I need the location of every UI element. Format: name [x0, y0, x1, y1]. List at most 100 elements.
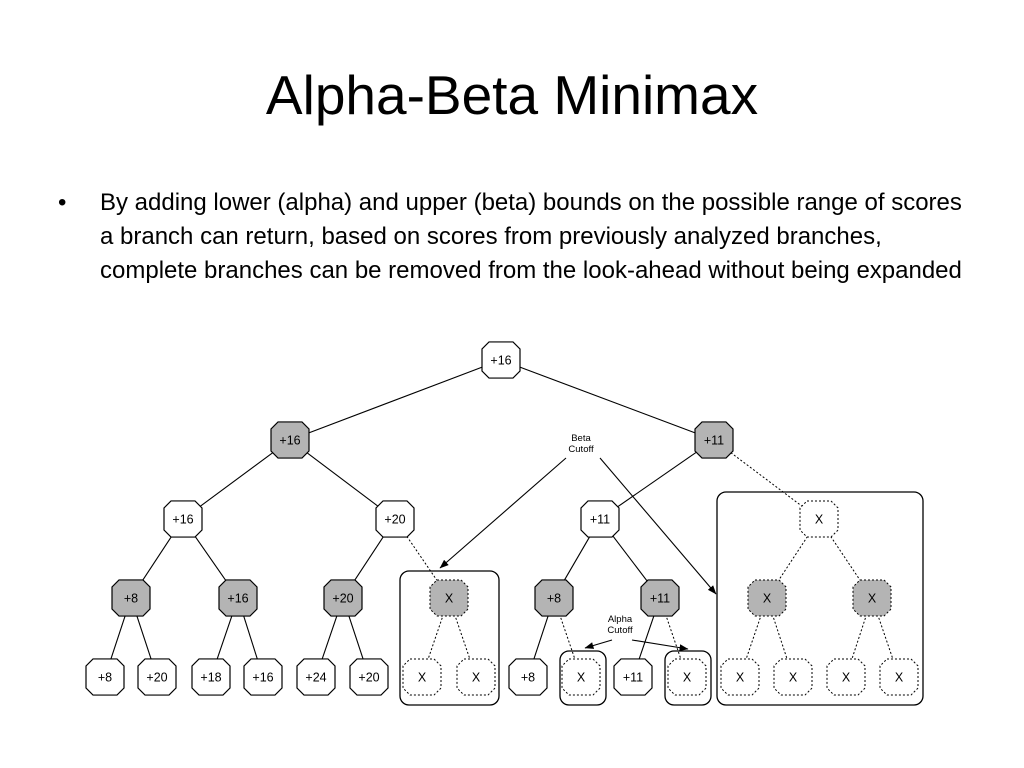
tree-node-label: +8 [98, 671, 112, 685]
tree-node-label: X [815, 513, 824, 527]
tree-node-l14: X [773, 658, 813, 696]
tree-edge [347, 613, 365, 662]
pruned-box-alpha-left [559, 650, 607, 706]
tree-edge [109, 613, 127, 662]
tree-edge [135, 613, 153, 662]
tree-node-label: +8 [124, 592, 138, 606]
tree-node-n4h: X [852, 579, 892, 617]
pruned-box-beta-left [399, 570, 500, 706]
tree-node-n3d: X [799, 500, 839, 538]
tree-node-n4c: +20 [323, 579, 363, 617]
tree-node-label: X [789, 671, 798, 685]
alpha-cutoff-label: Cutoff [607, 625, 633, 636]
tree-edge [637, 613, 656, 662]
tree-node-label: +20 [332, 592, 353, 606]
pruned-box-beta-right [716, 491, 924, 706]
tree-node-l2: +20 [137, 658, 177, 696]
alpha-cutoff-arrow-right [631, 639, 689, 652]
tree-node-label: +11 [650, 592, 670, 606]
tree-edge [516, 365, 699, 435]
tree-node-l10: X [561, 658, 601, 696]
tree-edge [242, 614, 259, 661]
tree-node-l12: X [667, 658, 707, 696]
alpha-cutoff-label: Alpha [608, 614, 633, 625]
tree-node-l6: +20 [349, 658, 389, 696]
tree-node-label: +16 [172, 513, 193, 527]
tree-edge [609, 532, 651, 585]
tree-edge [427, 613, 444, 662]
alpha-cutoff-arrow-left [584, 639, 613, 649]
tree-node-l13: X [720, 658, 760, 696]
tree-node-label: +8 [547, 592, 561, 606]
tree-node-n3a: +16 [163, 500, 203, 538]
tree-node-label: +16 [227, 592, 248, 606]
tree-edge [727, 449, 806, 510]
tree-edge [775, 532, 811, 585]
tree-node-label: X [763, 592, 772, 606]
tree-node-n4g: X [747, 579, 787, 617]
tree-node-l3: +18 [191, 658, 231, 696]
tree-edge [559, 613, 576, 662]
tree-node-n4d: X [429, 579, 469, 617]
tree-node-l8: X [456, 658, 496, 696]
tree-node-label: +16 [490, 354, 511, 368]
tree-edge [351, 532, 387, 585]
tree-edge [745, 613, 762, 662]
tree-node-n2b: +11 [694, 421, 734, 459]
tree-node-l9: +8 [508, 658, 548, 696]
tree-edge [404, 532, 440, 585]
tree-node-n4e: +8 [534, 579, 574, 617]
tree-node-n3c: +11 [580, 500, 620, 538]
tree-edge [562, 533, 592, 584]
bullet-dot: • [58, 189, 67, 216]
tree-node-label: +20 [384, 513, 405, 527]
tree-node-n4a: +8 [111, 579, 151, 617]
tree-node-label: +11 [623, 671, 643, 685]
tree-edge [454, 613, 471, 662]
tree-edge [532, 613, 550, 662]
tree-edge [877, 613, 894, 662]
tree-node-label: +20 [358, 671, 379, 685]
tree-node-l1: +8 [85, 658, 125, 696]
tree-edge [850, 613, 868, 662]
tree-node-n2a: +16 [270, 421, 310, 459]
tree-node-l16: X [879, 658, 919, 696]
tree-node-label: +11 [704, 434, 724, 448]
tree-node-label: X [683, 671, 692, 685]
tree-node-label: +16 [279, 434, 300, 448]
tree-node-n4f: +11 [640, 579, 680, 617]
tree-node-n3b: +20 [375, 500, 415, 538]
tree-node-label: +16 [252, 671, 273, 685]
beta-cutoff-arrow-left [439, 457, 567, 569]
tree-node-label: X [895, 671, 904, 685]
beta-cutoff-label: Beta [571, 433, 591, 444]
tree-node-label: X [445, 592, 454, 606]
tree-edge [305, 365, 486, 435]
tree-node-l7: X [402, 658, 442, 696]
tree-node-n4b: +16 [218, 579, 258, 617]
tree-edge [215, 613, 234, 662]
tree-node-label: X [472, 671, 481, 685]
tree-node-root: +16 [481, 341, 521, 379]
bullet-text: By adding lower (alpha) and upper (beta)… [100, 189, 962, 284]
tree-node-l11: +11 [613, 658, 653, 696]
tree-node-label: +20 [146, 671, 167, 685]
tree-node-label: +18 [200, 671, 221, 685]
tree-edge [771, 613, 789, 662]
tree-node-label: +24 [305, 671, 326, 685]
tree-node-label: X [842, 671, 851, 685]
tree-node-label: +11 [590, 513, 610, 527]
tree-edge [192, 532, 229, 585]
tree-edge [196, 449, 277, 510]
beta-cutoff-label: Cutoff [568, 444, 594, 455]
tree-node-label: X [736, 671, 745, 685]
tree-node-l15: X [826, 658, 866, 696]
tree-node-label: X [577, 671, 586, 685]
slide-title: Alpha-Beta Minimax [265, 64, 759, 126]
tree-node-l5: +24 [296, 658, 336, 696]
tree-edge [139, 532, 175, 585]
tree-node-label: X [868, 592, 877, 606]
tree-node-l4: +16 [243, 658, 283, 696]
tree-node-label: X [418, 671, 427, 685]
